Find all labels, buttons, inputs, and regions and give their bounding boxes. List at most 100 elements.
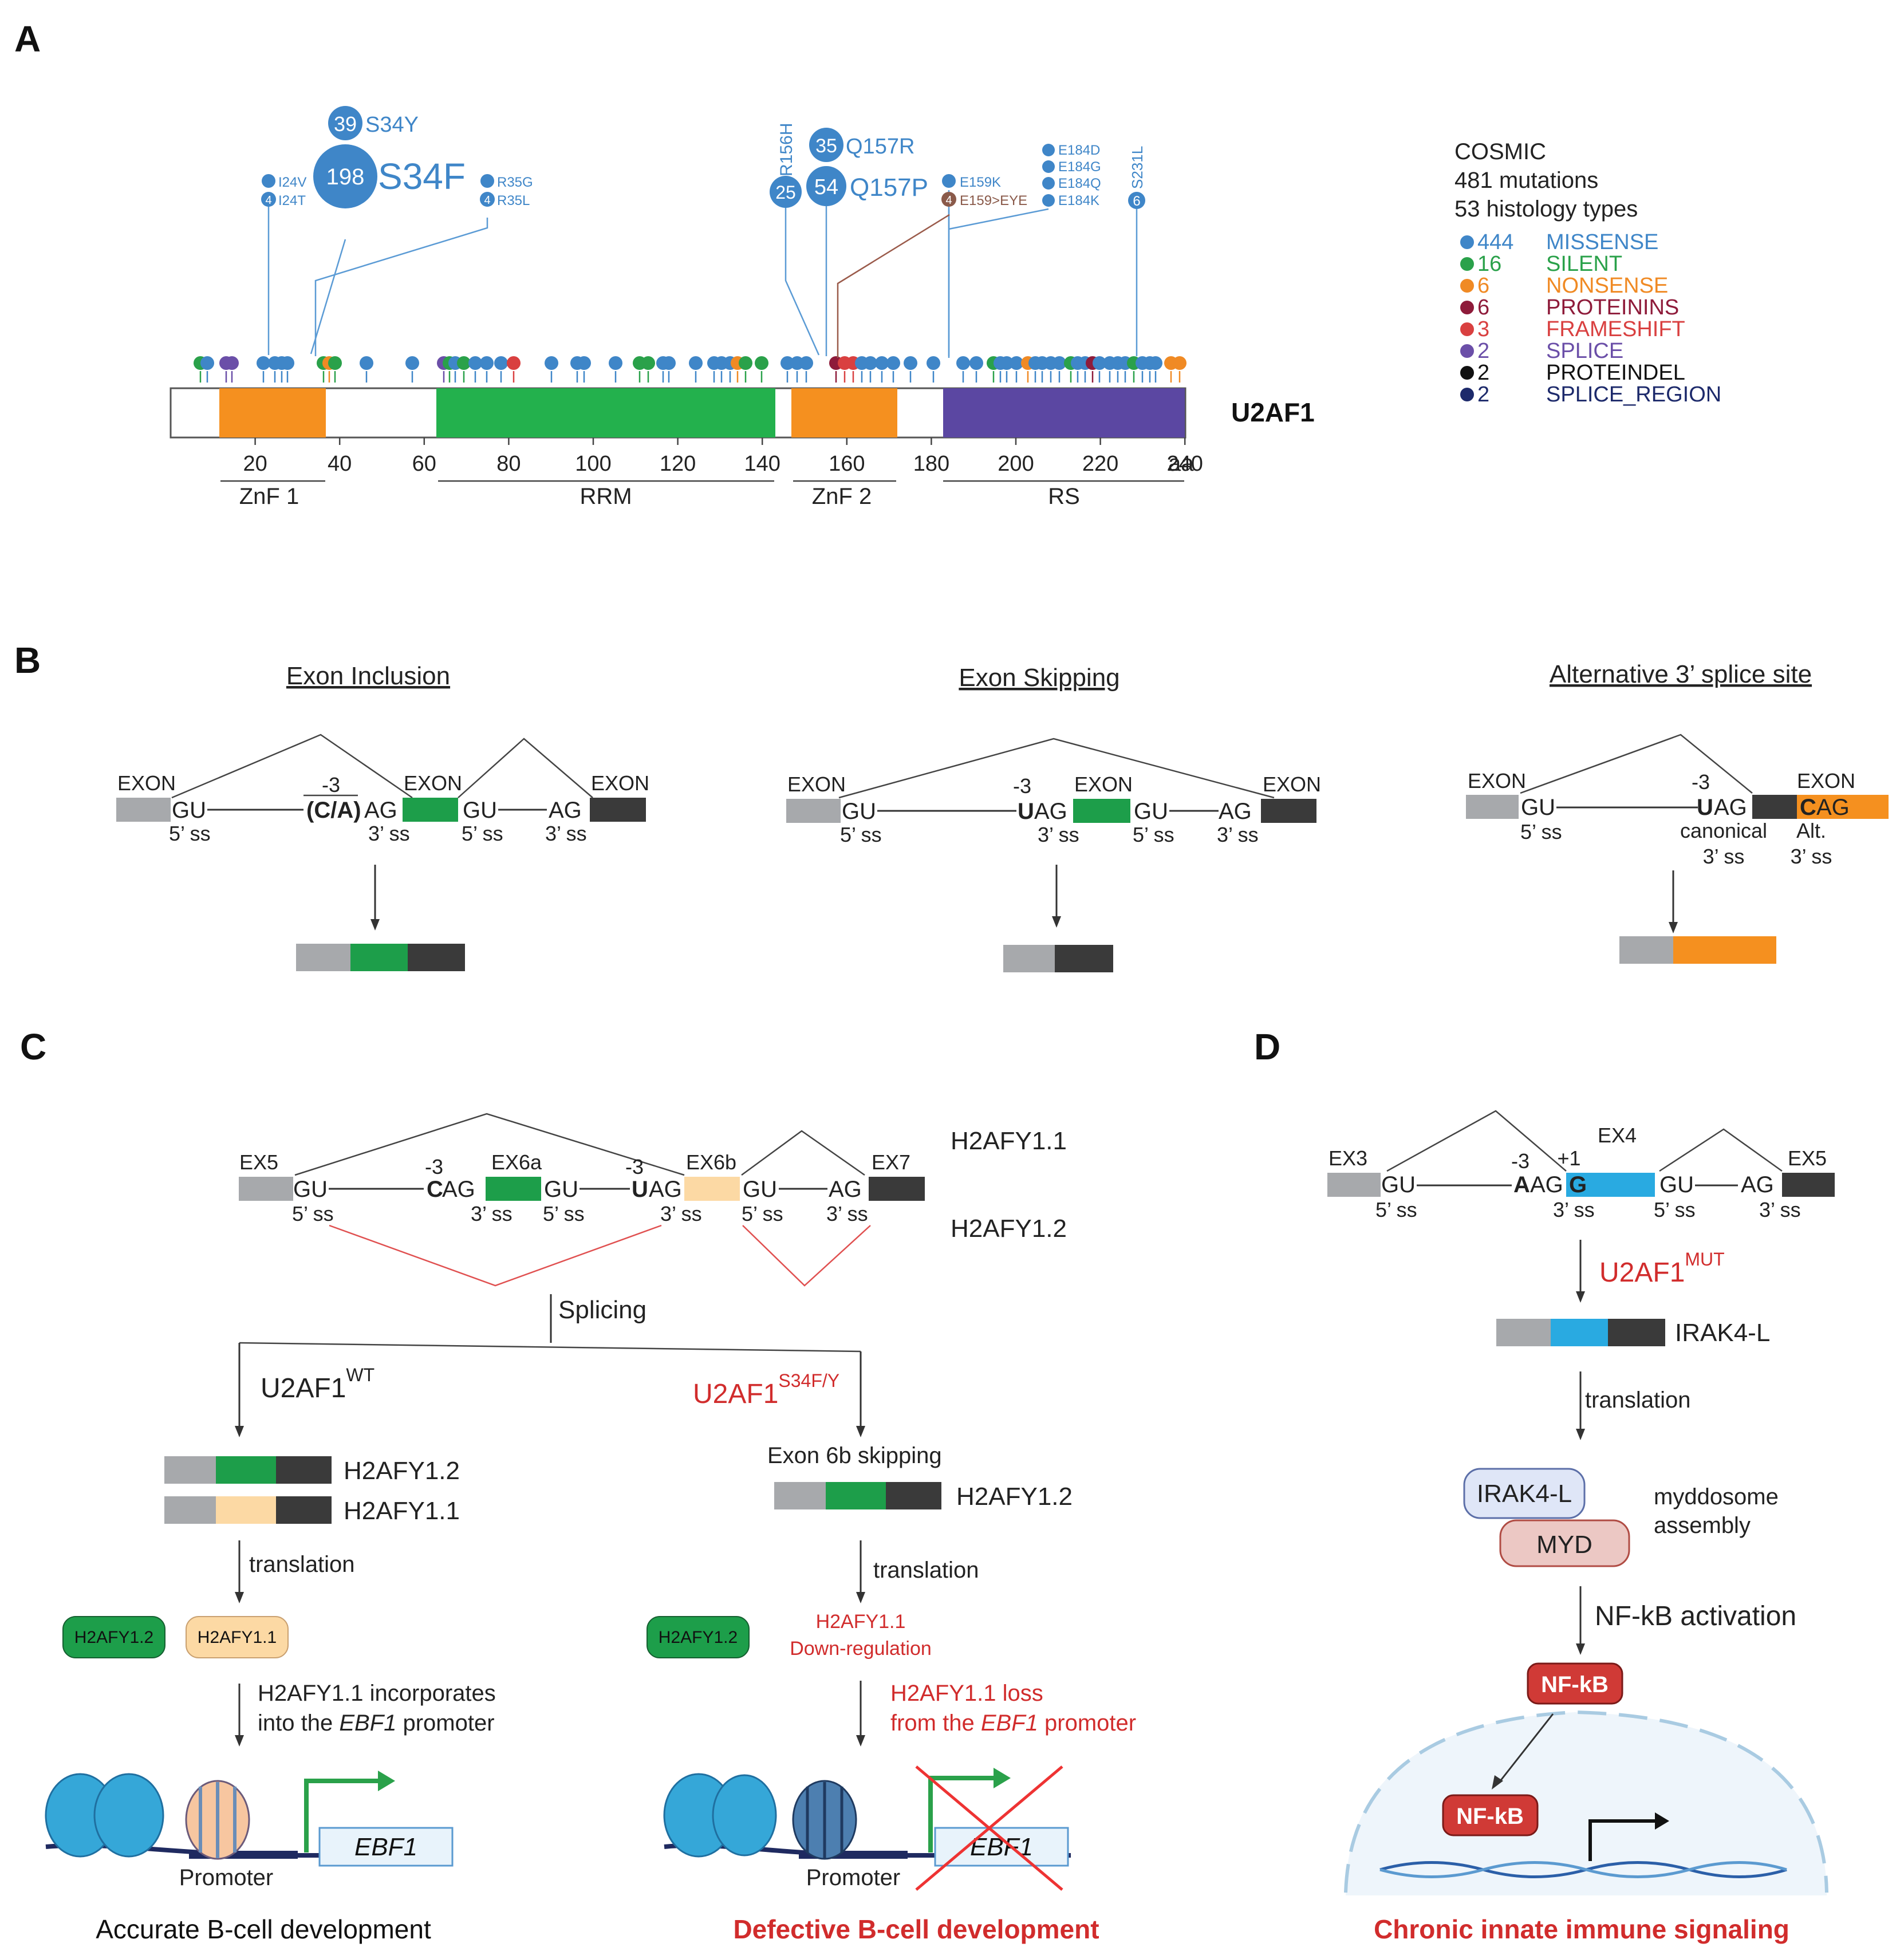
label-gu: GU [172,798,206,823]
label-3ss-2: 3’ ss [1217,823,1259,846]
panel-label-b: B [14,640,41,681]
mutation-marker [1052,356,1066,370]
label-gu-2: GU [1659,1172,1694,1197]
mut-downreg-1: H2AFY1.1 [816,1611,906,1633]
wt-promoter: Promoter [179,1865,274,1890]
legend-label: PROTEINDEL [1546,361,1685,385]
count-i24t: 4 [265,194,271,207]
chronic-caption: Chronic innate immune signaling [1374,1914,1789,1944]
nfkb-cytoplasm: NF-kB [1541,1672,1609,1697]
myddosome-2: assembly [1654,1513,1751,1538]
label-gu-2: GU [544,1177,578,1202]
label-q157p: Q157P [850,174,928,202]
label-u: U [1018,799,1034,824]
label-5ss-2: 5’ ss [1654,1198,1696,1221]
label-ag: AG [1530,1172,1563,1197]
myd-box: MYD [1536,1531,1592,1559]
mutation-marker [875,356,889,370]
label-q157r: Q157R [846,135,914,159]
mut-promoter: Promoter [806,1865,901,1890]
legend-label: FRAMESHIFT [1546,317,1685,341]
label-ex6a: EX6a [491,1150,542,1174]
axis-tick-label: 160 [829,452,865,476]
mutation-marker [545,356,558,370]
label-s34y: S34Y [365,113,419,137]
label-5ss: 5’ ss [1375,1198,1417,1221]
axis-tick-label: 220 [1082,452,1118,476]
protein-name: U2AF1 [1231,397,1315,427]
mutation-marker [405,356,419,370]
label-ag: AG [442,1177,475,1202]
exon-inclusion: Exon Inclusion EXON GU -3 (C/A) AG EXON … [116,662,649,971]
label-e184q: E184Q [1058,176,1101,191]
label-u2af1-mut: U2AF1S34F/Y [693,1370,839,1409]
label-minus3: -3 [1692,770,1710,794]
axis-tick-label: 100 [575,452,611,476]
mutation-marker [281,356,294,370]
panel-label-d: D [1254,1026,1280,1067]
label-5ss: 5’ ss [840,823,882,846]
mutation-marker [1010,356,1023,370]
label-s231l: S231L [1129,146,1146,189]
count-r156h: 25 [775,182,796,203]
legend-count: 3 [1477,317,1489,341]
count-q157r: 35 [815,135,837,157]
label-ag: AG [364,798,397,823]
label-splicing: Splicing [558,1296,647,1324]
legend-dot [1460,388,1474,401]
legend-dot [1460,257,1474,271]
label-3ss: 3’ ss [471,1202,513,1225]
count-q157p: 54 [814,175,838,199]
axis-unit: aa [1168,451,1194,476]
label-r35l: R35L [497,193,530,208]
axis-tick-label: 20 [243,452,267,476]
label-e184k: E184K [1058,193,1099,208]
label-i24t: I24T [278,193,306,208]
mutation-marker [1093,356,1106,370]
label-ag-3: AG [829,1177,862,1202]
label-exon-1: EXON [1468,769,1526,793]
legend-dot [1460,235,1474,249]
mutation-marker [662,356,676,370]
myddosome-1: myddosome [1654,1484,1779,1509]
wt-incorp-2: into the EBF1 promoter [258,1710,495,1736]
nucleus [1344,1710,1828,1895]
label-minus3: -3 [322,773,340,797]
label-u2af1-wt: U2AF1WT [261,1365,375,1404]
mutation-marker [457,356,471,370]
label-exon-2: EXON [1797,769,1855,793]
label-exon-3: EXON [591,771,649,795]
label-ex4: EX4 [1598,1124,1637,1147]
count-s34f: 198 [326,164,365,190]
label-a: A [1513,1172,1530,1197]
mutation-marker [780,356,794,370]
mutation-marker [609,356,622,370]
count-s34y: 39 [334,112,357,136]
wt-incorp-1: H2AFY1.1 incorporates [258,1681,496,1706]
label-u: U [1697,795,1713,820]
legend-label: PROTEININS [1546,295,1679,320]
label-alt-3ss: 3’ ss [1791,845,1832,868]
mutation-marker [1173,356,1186,370]
label-alt: Alt. [1796,819,1826,842]
wt-ebf1: EBF1 [354,1833,417,1861]
label-ag-2: AG [1219,799,1252,824]
legend-label: NONSENSE [1546,274,1668,298]
label-ag: AG [1714,795,1747,820]
mutation-marker [799,356,813,370]
mut-loss-1: H2AFY1.1 loss [890,1681,1043,1706]
domain-rs [943,388,1185,437]
label-gu: GU [842,799,876,824]
label-3ss-2: 3’ ss [545,822,587,845]
label-gu-2: GU [463,798,497,823]
axis-tick-label: 40 [328,452,352,476]
panel-d: EX3 GU -3 A AG EX4 +1 G GU AG EX5 5’ ss … [1327,1110,1835,1944]
count-r35l: 4 [484,194,490,207]
domain-label-znf1: ZnF 1 [239,484,299,509]
mutation-marker [1000,356,1014,370]
label-minus3: -3 [1511,1149,1529,1173]
label-nfkb-activation: NF-kB activation [1595,1601,1796,1631]
label-exon-2: EXON [404,771,462,795]
label-u: U [632,1177,648,1202]
